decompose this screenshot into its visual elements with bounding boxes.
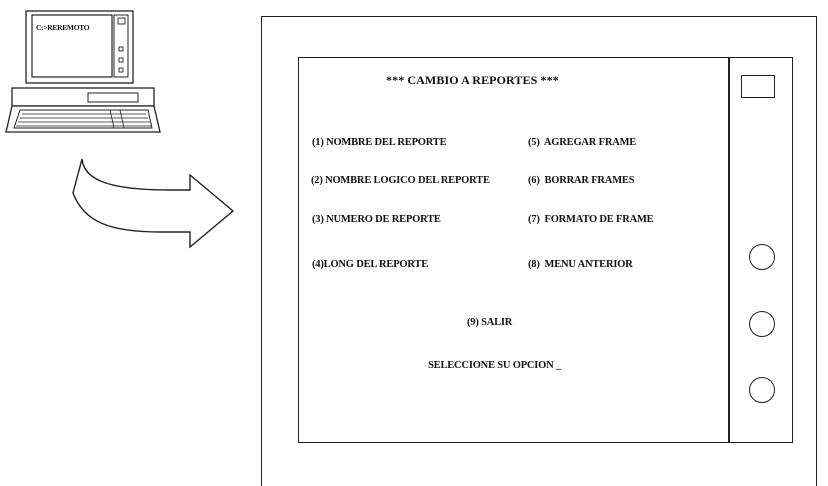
flow-arrow: [73, 159, 233, 247]
menu-item-7: (7) FORMATO DE FRAME: [528, 214, 653, 226]
menu-item-5: (5) AGREGAR FRAME: [528, 137, 636, 149]
disk-drive: [88, 93, 138, 102]
panel-knob-3: [749, 377, 775, 403]
exit-option: (9) SALIR: [467, 317, 512, 329]
selection-prompt: SELECCIONE SU OPCION _: [428, 360, 561, 372]
screen-title: *** CAMBIO A REPORTES ***: [386, 73, 559, 87]
menu-item-3: (3) NUMERO DE REPORTE: [312, 214, 441, 226]
menu-item-4: (4)LONG DEL REPORTE: [312, 259, 428, 271]
menu-item-2: (2) NOMBRE LOGICO DEL REPORTE: [311, 175, 490, 187]
computer-screen-text: C:>REREMOTO: [36, 22, 89, 34]
panel-knob-2: [749, 311, 775, 337]
panel-indicator: [741, 75, 775, 98]
menu-item-8: (8) MENU ANTERIOR: [528, 259, 633, 271]
panel-knob-1: [749, 244, 775, 270]
monitor-screen: [298, 57, 729, 443]
menu-item-1: (1) NOMBRE DEL REPORTE: [312, 137, 446, 149]
menu-item-6: (6) BORRAR FRAMES: [528, 175, 634, 187]
